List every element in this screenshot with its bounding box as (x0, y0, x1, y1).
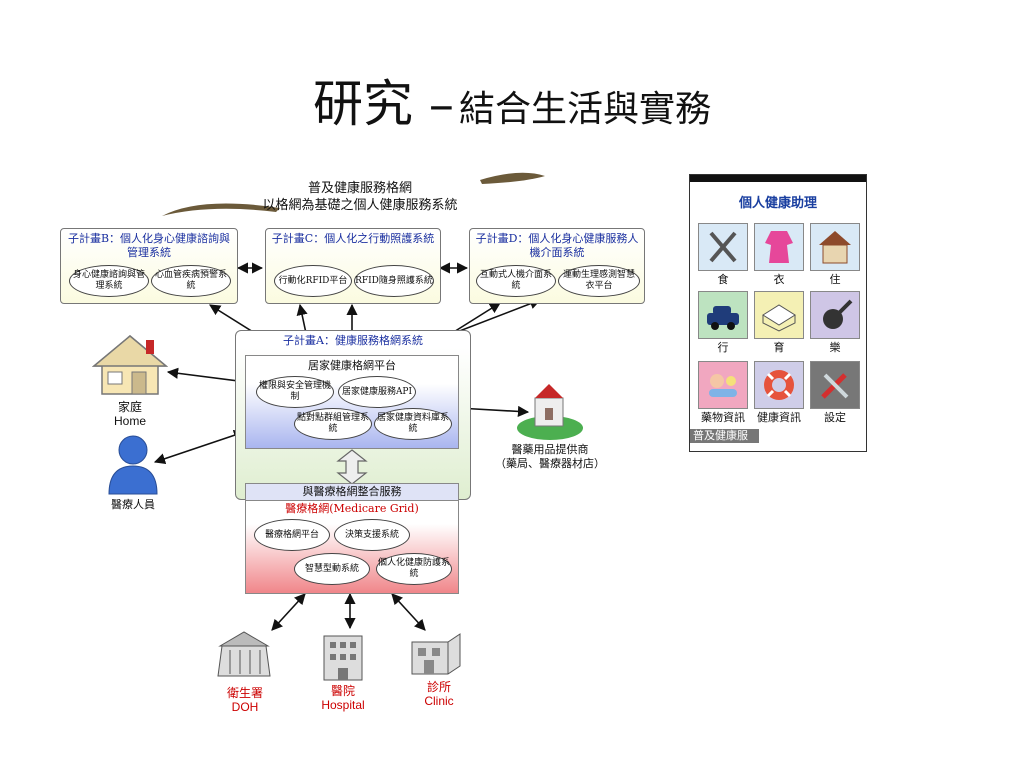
subproject-d-oval-1: 互動式人機介面系統 (476, 265, 556, 297)
supplier-label-1: 醫藥用品提供商 (511, 443, 589, 456)
clinic-label-en: Clinic (424, 694, 454, 708)
tile-label-drug-info: 藥物資訊 (701, 412, 745, 424)
subproject-d-oval-2: 運動生理感測智慧衣平台 (558, 265, 640, 297)
tile-label-settings: 設定 (824, 412, 846, 424)
diagram-header: 普及健康服務格網 以格網為基礎之個人健康服務系統 (200, 180, 520, 214)
medicare-grid-title: 醫療格網(Medicare Grid) (285, 502, 419, 515)
supplier-label: 醫藥用品提供商 （藥局、醫療器材店） (480, 443, 620, 471)
subproject-b-title: 子計畫B：個人化身心健康諮詢與管理系統 (67, 232, 231, 259)
fork-spoon-icon (709, 231, 737, 263)
subproject-c-oval-2: RFID隨身照護系統 (354, 265, 434, 297)
tile-label-education: 育 (773, 342, 785, 354)
guitar-icon (823, 299, 853, 329)
clinic-label-cn: 診所 (426, 680, 451, 694)
medicare-oval-1: 醫療格網平台 (254, 519, 330, 551)
grid-oval-1: 權限與安全管理機制 (256, 376, 334, 408)
tile-label-clothes: 衣 (773, 274, 785, 286)
tile-label-food: 食 (717, 274, 729, 286)
tile-label-housing: 住 (829, 274, 841, 286)
tile-food[interactable] (698, 223, 748, 271)
pills-icon (709, 374, 737, 397)
double-arrow-icon (336, 449, 368, 485)
subproject-c-oval-1: 行動化RFID平台 (274, 265, 352, 297)
supplier-label-2: （藥局、醫療器材店） (495, 457, 605, 470)
clinic-label: 診所 Clinic (404, 680, 474, 708)
swoosh-left (162, 203, 280, 216)
car-icon (707, 306, 739, 330)
dress-icon (765, 231, 793, 263)
subproject-c-title: 子計畫C：個人化之行動照護系統 (271, 232, 435, 245)
life-ring-icon (764, 370, 794, 400)
tile-label-transport: 行 (717, 342, 729, 354)
phone-title: 個人健康助理 (738, 195, 817, 210)
tile-drug-info[interactable] (698, 361, 748, 409)
swoosh-right (480, 172, 545, 184)
subproject-d-box: 子計畫D：個人化身心健康服務人機介面系統 互動式人機介面系統 運動生理感測智慧衣… (469, 228, 645, 304)
subproject-c-box: 子計畫C：個人化之行動照護系統 行動化RFID平台 RFID隨身照護系統 (265, 228, 441, 304)
header-line1: 普及健康服務格網 (307, 181, 412, 196)
home-label: 家庭 Home (95, 400, 165, 428)
wrench-icon (821, 373, 849, 399)
subproject-b-oval-2: 心血管疾病預警系統 (151, 265, 231, 297)
subproject-b-box: 子計畫B：個人化身心健康諮詢與管理系統 身心健康諮詢與管理系統 心血管疾病預警系… (60, 228, 238, 304)
grid-oval-4: 居家健康資料庫系統 (374, 408, 452, 440)
tile-label-entertainment: 樂 (829, 342, 841, 354)
book-icon (762, 304, 796, 332)
hospital-label-cn: 醫院 (330, 684, 355, 698)
doh-label-en: DOH (231, 700, 259, 714)
tile-entertainment[interactable] (810, 291, 860, 339)
phone-top-bar (690, 175, 866, 182)
medicare-oval-3: 智慧型動系統 (294, 553, 370, 585)
home-label-cn: 家庭 (117, 400, 142, 414)
title-sub: 結合生活與實務 (458, 89, 711, 130)
title-main: 研究 – (312, 75, 454, 133)
home-grid-platform-title: 居家健康格網平台 (308, 359, 396, 372)
hospital-label-en: Hospital (321, 698, 365, 712)
tile-settings[interactable] (810, 361, 860, 409)
grid-oval-3: 點對點群組管理系統 (294, 408, 372, 440)
home-grid-platform: 居家健康格網平台 權限與安全管理機制 居家健康服務API 點對點群組管理系統 居… (245, 355, 459, 449)
home-icon (91, 335, 169, 395)
doh-building-icon (217, 631, 271, 677)
medical-staff-icon (108, 435, 158, 495)
hospital-building-icon (323, 635, 363, 681)
tile-transport[interactable] (698, 291, 748, 339)
tile-health-info[interactable] (754, 361, 804, 409)
phone-footer-tab[interactable]: 普及健康服 (690, 429, 759, 443)
subproject-b-oval-1: 身心健康諮詢與管理系統 (69, 265, 149, 297)
medicare-oval-4: 個人化健康防護系統 (376, 553, 452, 585)
medicare-oval-2: 決策支援系統 (334, 519, 410, 551)
medical-supplier-icon (517, 384, 583, 440)
medicare-grid-panel: 醫療格網(Medicare Grid) 醫療格網平台 決策支援系統 智慧型動系統… (245, 500, 459, 594)
header-line2: 以格網為基礎之個人健康服務系統 (262, 198, 458, 213)
tile-label-health-info: 健康資訊 (757, 412, 801, 424)
doh-label-cn: 衛生署 (226, 686, 263, 700)
phone-screen: 個人健康助理 食 衣 住 行 育 樂 藥物資訊 健康資訊 設定 普及健康服 (689, 174, 867, 452)
tile-education[interactable] (754, 291, 804, 339)
integration-bar: 與醫療格網整合服務 (245, 483, 459, 501)
tile-housing[interactable] (810, 223, 860, 271)
grid-oval-2: 居家健康服務API (338, 376, 416, 408)
subproject-d-title: 子計畫D：個人化身心健康服務人機介面系統 (475, 232, 639, 259)
home-label-en: Home (113, 414, 146, 428)
hospital-label: 醫院 Hospital (308, 684, 378, 712)
doh-label: 衛生署 DOH (210, 686, 280, 714)
clinic-building-icon (411, 633, 461, 675)
slide-title: 研究 – 結合生活與實務 (0, 64, 1024, 136)
subproject-a-title: 子計畫A：健康服務格網系統 (283, 334, 423, 347)
medical-staff-label: 醫療人員 (111, 498, 155, 511)
tile-clothes[interactable] (754, 223, 804, 271)
house-icon (819, 231, 851, 264)
